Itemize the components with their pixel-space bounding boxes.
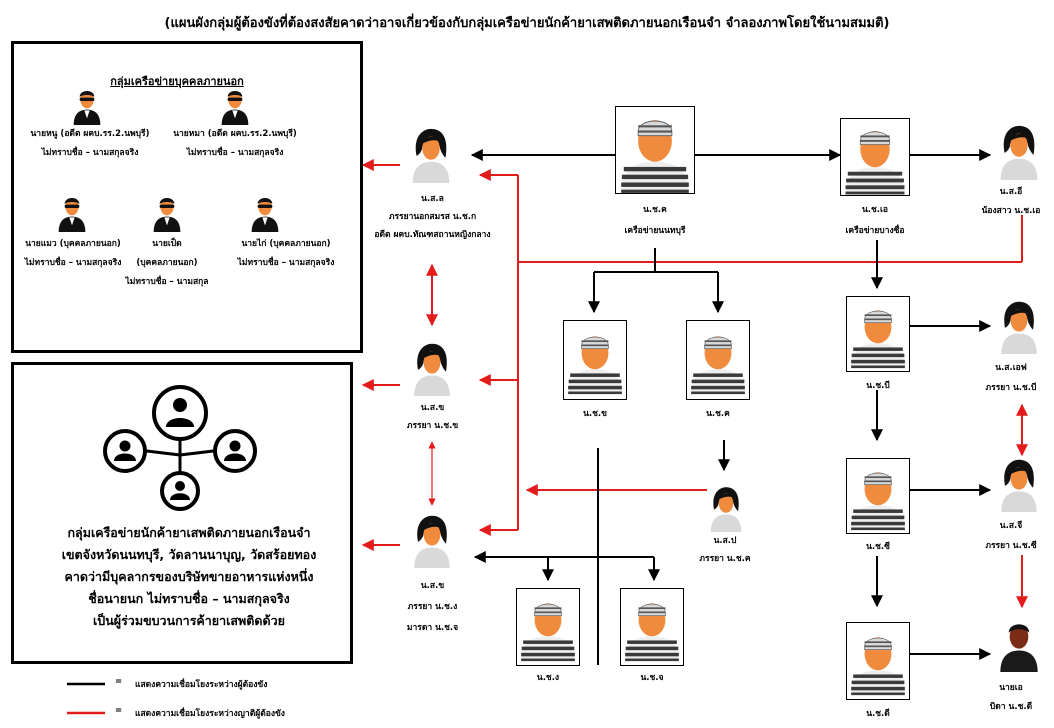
- prisoner-pC-name: น.ช.ซี: [866, 542, 890, 552]
- outside-person-3-name: นายแมว (บุคคลภายนอก): [25, 239, 121, 249]
- outside-person-1-note: ไม่ทราบชื่อ – นามสกุลจริง: [41, 148, 139, 158]
- prisoner-pa-frame: [840, 118, 910, 196]
- outside-network-box: กลุ่มเครือข่ายบุคคลภายนอก: [11, 41, 363, 353]
- woman-wb-name: น.ส.ข: [420, 403, 445, 413]
- prisoner-pk-group: เครือข่ายนนทบุรี: [624, 226, 686, 236]
- legend-red-text: แสดงความเชื่อมโยงระหว่างญาติผู้ต้องขัง: [135, 709, 285, 719]
- prisoner-pB-name: น.ช.บี: [866, 381, 890, 391]
- woman-wf-name: น.ส.เอฟ: [995, 363, 1027, 373]
- prisoner-pB-frame: [846, 296, 910, 372]
- woman-wb-icon: [407, 340, 457, 396]
- outside-person-3-note: ไม่ทราบชื่อ – นามสกุลจริง: [24, 258, 122, 268]
- woman-wd-role: ภรรยา น.ช.ค: [699, 554, 751, 564]
- woman-wc-icon: [407, 512, 457, 568]
- network-line-5: เป็นผู้ร่วมขบวนการค้ายาเสพติดด้วย: [93, 613, 285, 628]
- prisoner-pc-name: น.ช.ค: [706, 409, 730, 419]
- network-line-1: กลุ่มเครือข่ายนักค้ายาเสพติดภายนอกเรือนจ…: [67, 525, 311, 540]
- man-icon: [995, 616, 1043, 672]
- woman-wd-name: น.ส.ป: [713, 536, 737, 546]
- woman-wg-icon: [993, 456, 1045, 512]
- suit-man-icon: [218, 85, 252, 125]
- woman-wa-note: อดีต ผคบ.ทัณฑสถานหญิงกลาง: [374, 230, 491, 240]
- woman-we-icon: [993, 122, 1045, 180]
- woman-wd-icon: [706, 484, 746, 532]
- network-line-3: คาดว่ามีบุคลากรของบริษัทขายอาหารแห่งหนึ่…: [64, 569, 314, 584]
- prisoner-pa-name: น.ช.เอ: [861, 205, 889, 215]
- prisoner-pe-frame: [620, 588, 684, 666]
- prisoner-pd-name: น.ช.ง: [536, 673, 560, 683]
- woman-wa-name: น.ส.ล: [421, 194, 444, 204]
- woman-wc-name: น.ส.ข: [420, 581, 445, 591]
- prisoner-pd-frame: [516, 588, 580, 666]
- legend-eq-1: =: [115, 677, 123, 687]
- prisoner-pa-group: เครือข่ายบางซื่อ: [845, 226, 905, 236]
- legend-black-text: แสดงความเชื่อมโยงระหว่างผู้ต้องขัง: [135, 680, 268, 690]
- woman-wb-role: ภรรยา น.ช.ข: [406, 421, 459, 431]
- prisoner-pD-name: น.ช.ดี: [866, 709, 890, 719]
- prisoner-pk-frame: [615, 106, 695, 194]
- outside-person-4-note: (บุคคลภายนอก): [136, 258, 198, 268]
- network-line-2: เขตจังหวัดนนทบุรี, วัดลานนาบุญ, วัดสร้อย…: [61, 547, 317, 562]
- prisoner-pk-name: น.ช.ค: [643, 205, 667, 215]
- outside-network-title: กลุ่มเครือข่ายบุคคลภายนอก: [110, 75, 244, 88]
- suit-man-icon: [70, 85, 104, 125]
- legend-eq-2: =: [115, 706, 123, 716]
- network-group-icon: [103, 385, 257, 511]
- man-role: บิดา น.ช.ดี: [989, 702, 1033, 712]
- woman-wg-role: ภรรยา น.ช.ซี: [985, 541, 1037, 551]
- outside-person-4-name: นายเป็ด: [152, 239, 182, 249]
- prisoner-pb-name: น.ช.ข: [583, 409, 607, 419]
- prisoner-pc-frame: [686, 320, 750, 400]
- outside-person-2-name: นายหมา (อดีต ผคบ.รร.2.นพบุรี): [173, 129, 297, 139]
- outside-person-2-note: ไม่ทราบชื่อ – นามสกุลจริง: [186, 148, 284, 158]
- woman-wf-role: ภรรยา น.ช.บี: [985, 383, 1037, 393]
- woman-wf-icon: [993, 298, 1045, 354]
- woman-we-role: น้องสาว น.ช.เอ: [981, 206, 1041, 216]
- woman-wg-name: น.ส.จี: [999, 521, 1023, 531]
- woman-wc-note: มารดา น.ช.จ: [406, 623, 459, 633]
- suit-man-icon: [55, 192, 89, 232]
- woman-we-name: น.ส.อี: [999, 187, 1023, 197]
- suit-man-icon: [150, 192, 184, 232]
- prisoner-pD-frame: [846, 622, 910, 700]
- man-name: นายเอ: [999, 683, 1023, 693]
- woman-wa-role: ภรรยานอกสมรส น.ช.ก: [388, 212, 477, 222]
- prisoner-pe-name: น.ช.จ: [640, 673, 664, 683]
- outside-person-4-note2: ไม่ทราบชื่อ – นามสกุล: [125, 277, 209, 287]
- network-line-4: ชื่อนายนก ไม่ทราบชื่อ – นามสกุลจริง: [88, 591, 290, 606]
- diagram-title: (แผนผังกลุ่มผู้ต้องขังที่ต้องสงสัยคาดว่า…: [164, 16, 890, 31]
- suit-man-icon: [248, 192, 282, 232]
- outside-person-1-name: นายหนู (อดีต ผคบ.รร.2.นพบุรี): [30, 129, 150, 139]
- woman-wc-role: ภรรยา น.ช.ง: [407, 602, 458, 612]
- outside-person-5-name: นายไก่ (บุคคลภายนอก): [241, 239, 331, 249]
- prisoner-pC-frame: [846, 458, 910, 534]
- prisoner-pb-frame: [563, 320, 627, 400]
- woman-wa-icon: [405, 125, 457, 183]
- outside-person-5-note: ไม่ทราบชื่อ – นามสกุลจริง: [237, 258, 335, 268]
